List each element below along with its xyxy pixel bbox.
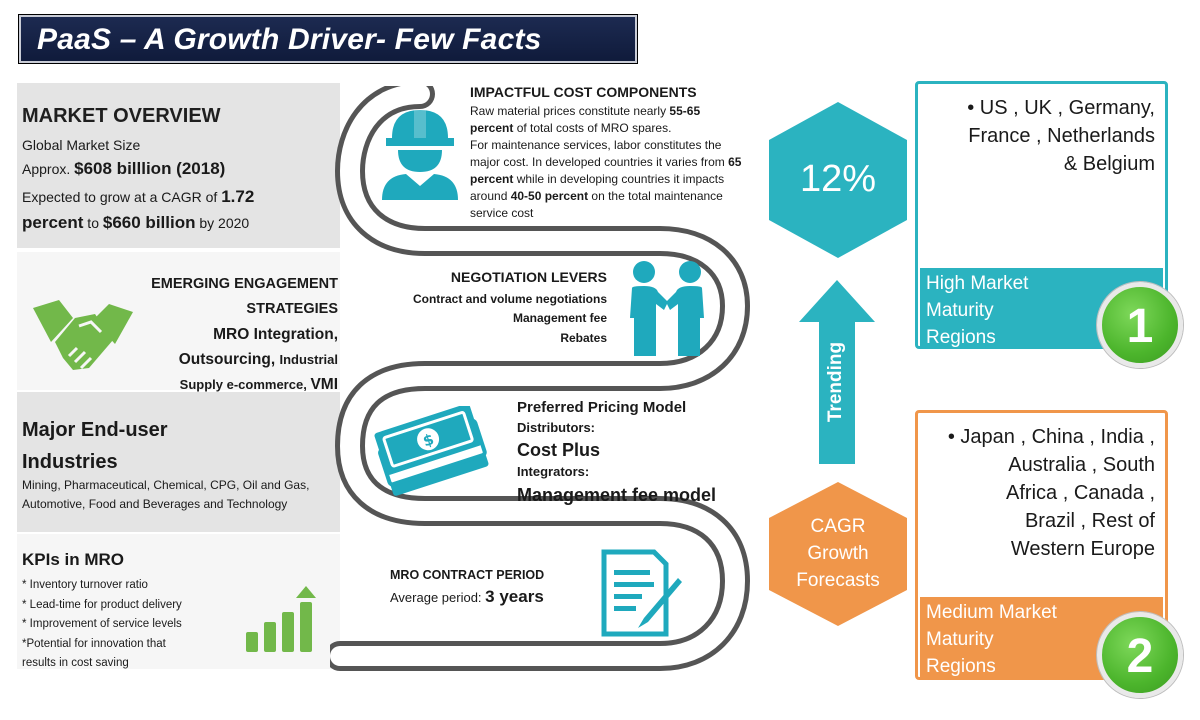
growth-bars-icon [246, 586, 316, 652]
kpi-list: * Inventory turnover ratio * Lead-time f… [22, 576, 232, 674]
negotiation-block: NEGOTIATION LEVERS Contract and volume n… [370, 268, 607, 348]
title-banner: PaaS – A Growth Driver- Few Facts [18, 14, 638, 64]
cost-components-p2: For maintenance services, labor constitu… [470, 138, 742, 220]
integrators-value: Management fee model [517, 485, 717, 505]
growth-rate-value: 12% [799, 158, 877, 200]
contract-document-icon [601, 549, 682, 637]
money-icon: $ [374, 406, 489, 496]
trending-arrow [799, 280, 875, 464]
market-size-label: Global Market Size [22, 137, 141, 153]
kpi-item: * Improvement of service levels [22, 618, 182, 630]
region-number-badge-2: 2 [1097, 612, 1183, 698]
end-user-description: Mining, Pharmaceutical, Chemical, CPG, O… [22, 478, 310, 511]
cagr-label: CAGR Growth Forecasts [796, 516, 880, 591]
contract-period-heading: MRO CONTRACT PERIOD [390, 568, 545, 582]
engagement-heading-2: STRATEGIES [246, 301, 338, 317]
medium-maturity-countries: • Japan , China , India , Australia , So… [947, 426, 1155, 560]
kpi-heading: KPIs in MRO [22, 550, 125, 569]
growth-rate-hexagon [769, 102, 907, 258]
distributors-label: Distributors: [517, 420, 595, 435]
kpi-item: * Lead-time for product delivery [22, 598, 182, 611]
engagement-item-1: MRO Integration, [213, 326, 338, 343]
engagement-item-2: Outsourcing, Industrial [178, 351, 338, 368]
market-size-line: Approx. $608 billlion (2018) [22, 159, 226, 178]
forecast-line: percent to $660 billion by 2020 [22, 213, 250, 232]
cagr-line: Expected to grow at a CAGR of 1.72 [22, 187, 255, 206]
cost-components-block: IMPACTFUL COST COMPONENTS Raw material p… [470, 84, 745, 222]
worker-icon [382, 110, 458, 200]
engagement-heading-1: EMERGING ENGAGEMENT [151, 276, 338, 292]
negotiation-item: Management fee [512, 311, 607, 325]
engagement-panel: EMERGING ENGAGEMENT STRATEGIES MRO Integ… [17, 252, 340, 393]
kpi-item: results in cost saving [22, 657, 129, 669]
cagr-value: 1.72 [221, 187, 255, 206]
end-user-heading: Major End-user Industries [22, 419, 168, 473]
handshake-icon [33, 300, 133, 370]
negotiation-item: Rebates [560, 330, 607, 345]
forecast-value: $660 billion [102, 213, 196, 232]
pricing-heading: Preferred Pricing Model [517, 399, 687, 416]
contract-period-block: MRO CONTRACT PERIOD Average period: 3 ye… [390, 566, 590, 606]
integrators-label: Integrators: [517, 464, 590, 479]
kpi-panel: KPIs in MRO * Inventory turnover ratio *… [17, 534, 340, 669]
end-user-panel: Major End-user Industries Mining, Pharma… [17, 392, 340, 532]
contract-period-line: Average period: 3 years [390, 587, 544, 606]
cagr-hexagon [769, 482, 907, 626]
cost-components-p1: Raw material prices constitute nearly 55… [470, 104, 701, 135]
market-overview-heading: MARKET OVERVIEW [22, 105, 221, 127]
market-size-value: $608 billlion (2018) [74, 159, 226, 178]
kpi-item: *Potential for innovation that [22, 637, 166, 650]
cost-components-heading: IMPACTFUL COST COMPONENTS [470, 84, 697, 100]
pricing-block: Preferred Pricing Model Distributors: Co… [517, 398, 747, 508]
trending-label: Trending [825, 341, 846, 423]
negotiation-item: Contract and volume negotiations [412, 291, 607, 306]
distributors-value: Cost Plus [517, 440, 601, 460]
negotiation-heading: NEGOTIATION LEVERS [450, 269, 607, 285]
high-maturity-countries: • US , UK , Germany, France , Netherland… [967, 97, 1155, 175]
page-title: PaaS – A Growth Driver- Few Facts [37, 23, 542, 56]
winding-road [330, 86, 751, 671]
region-number-badge-1: 1 [1097, 282, 1183, 368]
market-overview-panel: MARKET OVERVIEW Global Market Size Appro… [17, 83, 340, 248]
partners-icon [630, 261, 704, 356]
engagement-text: EMERGING ENGAGEMENT STRATEGIES MRO Integ… [151, 272, 338, 397]
engagement-item-3: Supply e-commerce, VMI [179, 376, 338, 393]
kpi-item: * Inventory turnover ratio [22, 579, 148, 591]
contract-period-value: 3 years [485, 587, 544, 606]
